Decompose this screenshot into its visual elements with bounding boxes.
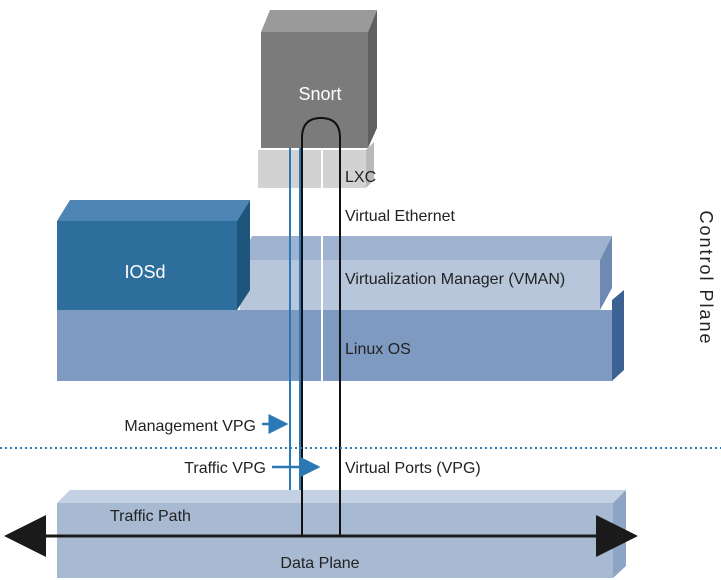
linux-os-label: Linux OS bbox=[345, 341, 411, 358]
virtual-ports-label: Virtual Ports (VPG) bbox=[345, 460, 481, 477]
linux-os-block bbox=[57, 290, 624, 381]
traffic-path-label: Traffic Path bbox=[110, 508, 191, 525]
data-plane-label: Data Plane bbox=[280, 555, 359, 572]
iosd-label: IOSd bbox=[124, 262, 165, 282]
virtual-ethernet-label: Virtual Ethernet bbox=[345, 208, 456, 225]
snort-block bbox=[261, 10, 377, 148]
lxc-label: LXC bbox=[345, 169, 376, 186]
snort-label: Snort bbox=[298, 84, 341, 104]
lxc-block bbox=[258, 142, 374, 188]
control-plane-label: Control Plane bbox=[696, 210, 716, 345]
management-vpg-label: Management VPG bbox=[124, 418, 256, 435]
vman-label: Virtualization Manager (VMAN) bbox=[345, 271, 565, 288]
iosd-block bbox=[57, 200, 250, 310]
snort-packet-loop bbox=[301, 116, 341, 536]
traffic-vpg-label: Traffic VPG bbox=[184, 460, 266, 477]
